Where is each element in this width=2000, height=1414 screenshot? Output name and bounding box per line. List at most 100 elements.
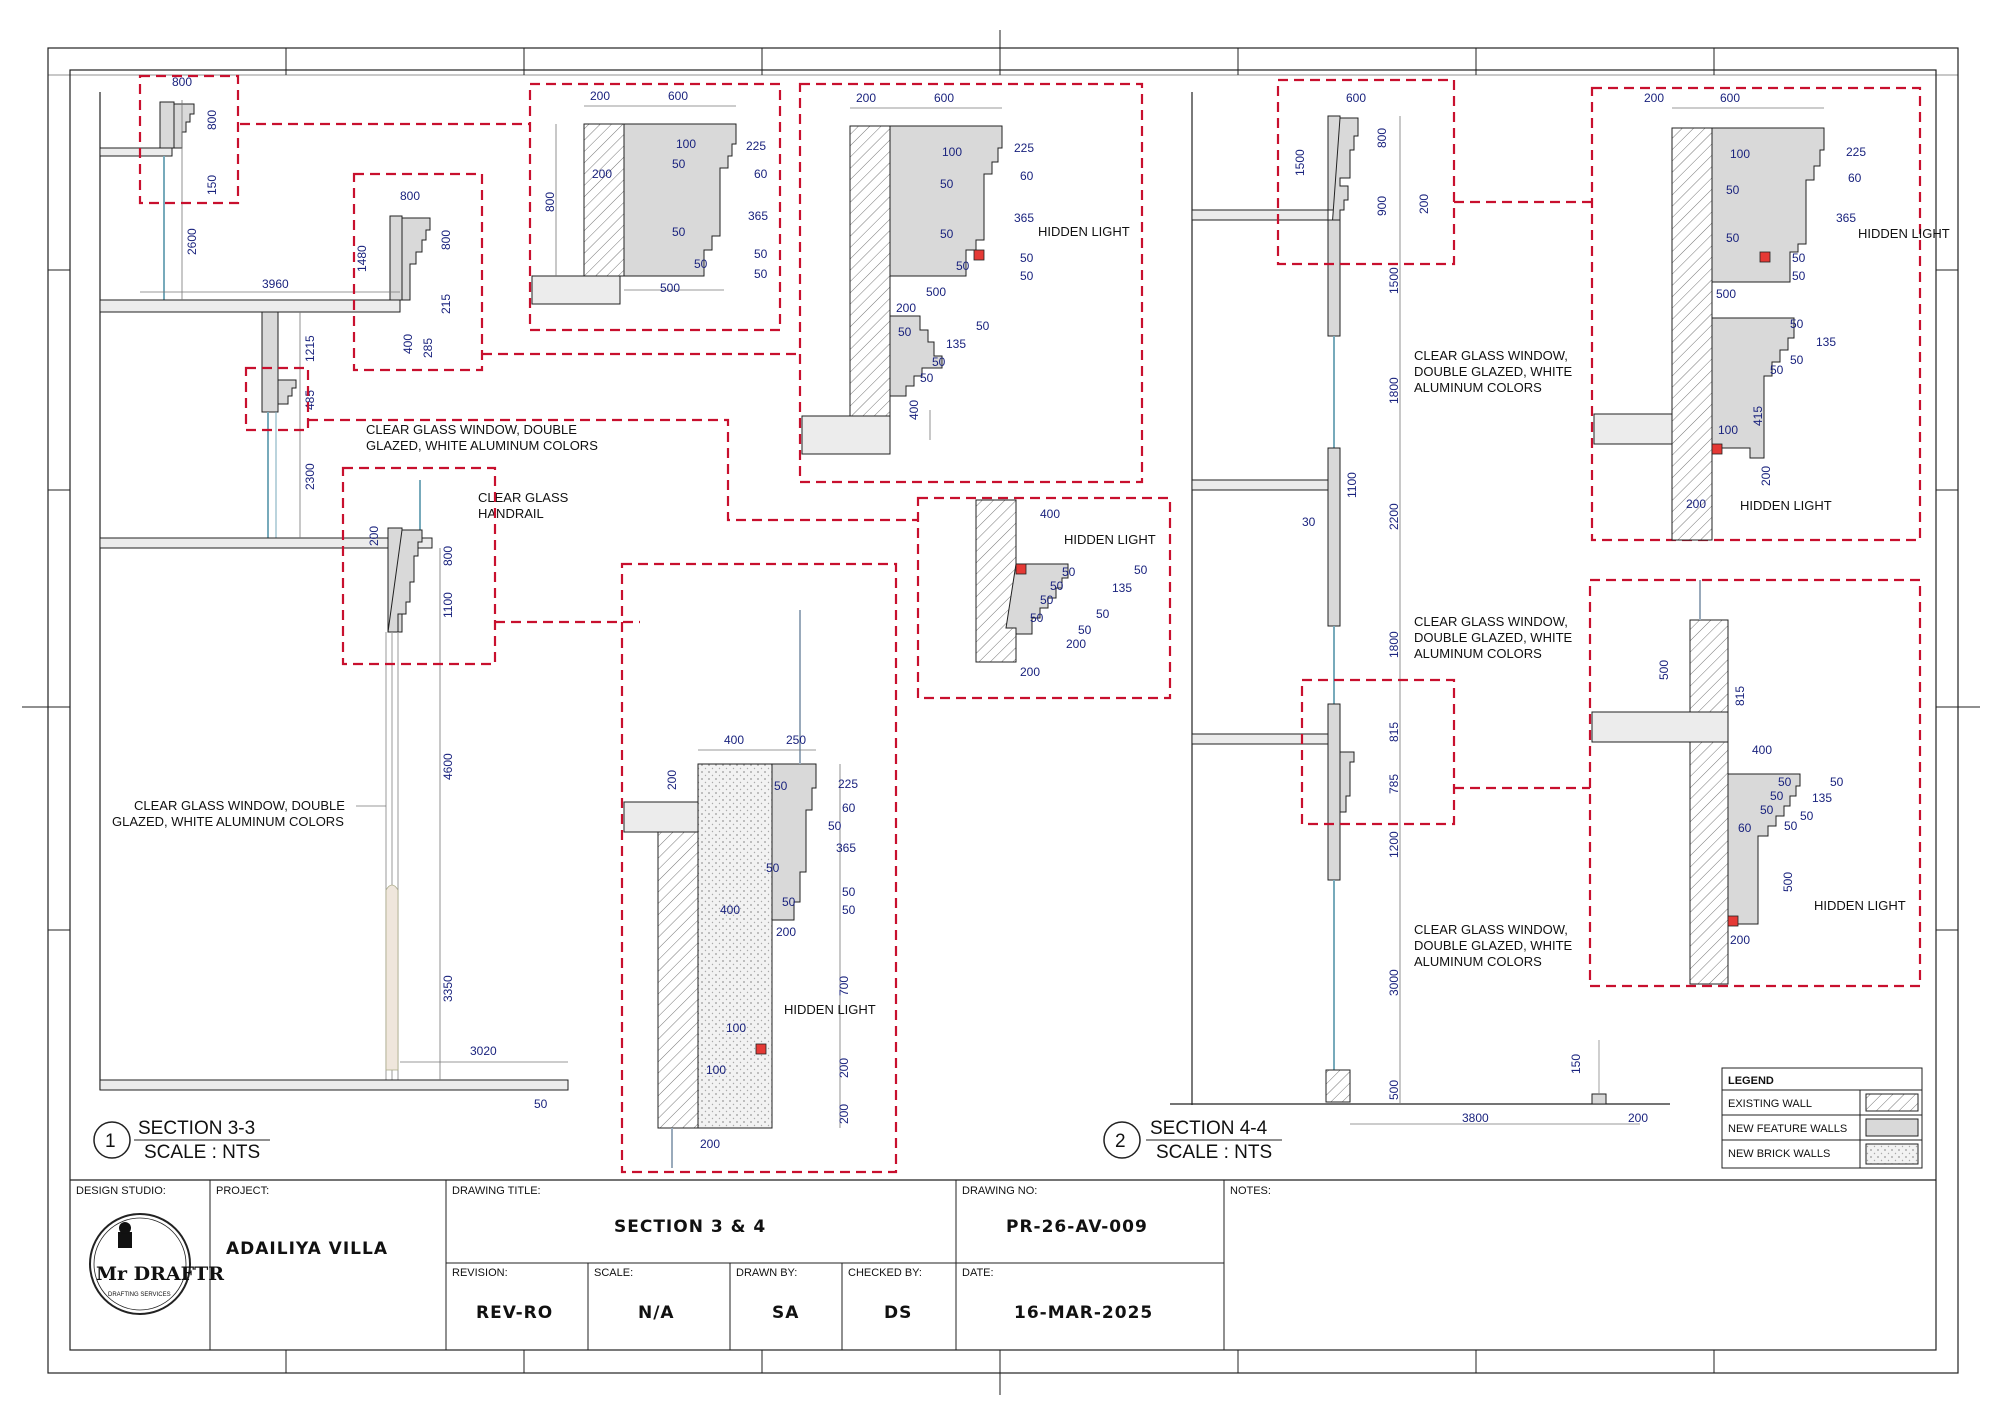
svg-text:50: 50 (672, 225, 686, 239)
svg-text:HIDDEN LIGHT: HIDDEN LIGHT (1814, 898, 1906, 913)
svg-text:HIDDEN LIGHT: HIDDEN LIGHT (1064, 532, 1156, 547)
section-3-3-dimensions: 800 800 150 2600 3960 800 1480 800 215 2… (112, 75, 598, 1111)
svg-text:50: 50 (1778, 775, 1792, 789)
svg-text:100: 100 (942, 145, 962, 159)
svg-text:60: 60 (1848, 171, 1862, 185)
dim-50: 50 (534, 1097, 548, 1111)
note-clear-glass: CLEAR GLASS (478, 490, 569, 505)
svg-text:365: 365 (1836, 211, 1856, 225)
svg-text:50: 50 (1726, 231, 1740, 245)
svg-text:415: 415 (1751, 406, 1765, 426)
svg-text:600: 600 (1720, 91, 1740, 105)
svg-text:135: 135 (1812, 791, 1832, 805)
svg-text:200: 200 (1759, 466, 1773, 486)
svg-text:ALUMINUM COLORS: ALUMINUM COLORS (1414, 954, 1542, 969)
svg-text:50: 50 (940, 177, 954, 191)
svg-text:SECTION 3-3: SECTION 3-3 (138, 1118, 255, 1139)
date: 16-MAR-2025 (1014, 1303, 1153, 1323)
svg-text:ALUMINUM COLORS: ALUMINUM COLORS (1414, 380, 1542, 395)
section-4-4-tag: 2 SECTION 4-4 SCALE : NTS (1103, 1118, 1282, 1163)
scale-value: N/A (638, 1303, 675, 1323)
svg-text:785: 785 (1387, 774, 1401, 794)
dim-800-e: 800 (441, 546, 455, 566)
dim-3020: 3020 (470, 1044, 497, 1058)
dim-2300: 2300 (303, 463, 317, 490)
detail-f: 500 815 400 50 50 135 50 50 50 60 50 500… (1591, 580, 1906, 985)
legend-brick-walls: NEW BRICK WALLS (1728, 1148, 1830, 1160)
svg-text:60: 60 (842, 801, 856, 815)
svg-text:500: 500 (1716, 287, 1736, 301)
note-glass-window-2a: CLEAR GLASS WINDOW, DOUBLE (134, 798, 345, 813)
svg-text:800: 800 (1375, 128, 1389, 148)
svg-text:SECTION 4-4: SECTION 4-4 (1150, 1118, 1268, 1139)
svg-text:PROJECT:: PROJECT: (216, 1185, 269, 1197)
svg-text:CLEAR GLASS WINDOW,: CLEAR GLASS WINDOW, (1414, 922, 1568, 937)
draftr-logo: Mr DRAFTR DRAFTING SERVICES (89, 1213, 224, 1315)
svg-text:60: 60 (1738, 821, 1752, 835)
svg-text:30: 30 (1302, 515, 1316, 529)
detail-e: 200 600 100 50 225 60 365 HIDDEN LIGHT 5… (1593, 91, 1950, 541)
svg-text:50: 50 (1770, 363, 1784, 377)
svg-text:DOUBLE GLAZED, WHITE: DOUBLE GLAZED, WHITE (1414, 364, 1573, 379)
dim-800-c: 800 (400, 189, 420, 203)
svg-text:1200: 1200 (1387, 831, 1401, 858)
note-glass-window-2b: GLAZED, WHITE ALUMINUM COLORS (112, 814, 344, 829)
svg-text:200: 200 (665, 770, 679, 790)
detail-b: 200 600 100 50 225 60 365 HIDDEN LIGHT 5… (801, 91, 1130, 455)
note-handrail: HANDRAIL (478, 506, 544, 521)
svg-text:365: 365 (1014, 211, 1034, 225)
svg-text:DATE:: DATE: (962, 1267, 994, 1279)
svg-text:50: 50 (1770, 789, 1784, 803)
svg-text:250: 250 (786, 733, 806, 747)
dim-285: 285 (421, 338, 435, 358)
svg-text:135: 135 (946, 337, 966, 351)
svg-text:50: 50 (1784, 819, 1798, 833)
svg-text:200: 200 (1644, 91, 1664, 105)
svg-text:50: 50 (828, 819, 842, 833)
dim-3350: 3350 (441, 975, 455, 1002)
svg-text:3800: 3800 (1462, 1111, 1489, 1125)
dim-800-b: 800 (205, 110, 219, 130)
dim-200-a: 200 (367, 526, 381, 546)
svg-text:200: 200 (1686, 497, 1706, 511)
svg-text:200: 200 (590, 89, 610, 103)
svg-text:SCALE : NTS: SCALE : NTS (1156, 1142, 1272, 1163)
svg-text:NOTES:: NOTES: (1230, 1185, 1271, 1197)
svg-text:150: 150 (1569, 1054, 1583, 1074)
svg-text:365: 365 (748, 209, 768, 223)
svg-text:50: 50 (1030, 611, 1044, 625)
svg-text:200: 200 (896, 301, 916, 315)
dim-800-d: 800 (439, 230, 453, 250)
svg-text:50: 50 (766, 861, 780, 875)
svg-text:400: 400 (1752, 743, 1772, 757)
svg-text:CLEAR GLASS WINDOW,: CLEAR GLASS WINDOW, (1414, 614, 1568, 629)
svg-text:50: 50 (1020, 251, 1034, 265)
svg-text:200: 200 (776, 925, 796, 939)
svg-text:ALUMINUM COLORS: ALUMINUM COLORS (1414, 646, 1542, 661)
svg-text:HIDDEN LIGHT: HIDDEN LIGHT (1038, 224, 1130, 239)
svg-text:CHECKED BY:: CHECKED BY: (848, 1267, 922, 1279)
svg-text:1500: 1500 (1293, 149, 1307, 176)
svg-text:225: 225 (838, 777, 858, 791)
svg-text:500: 500 (660, 281, 680, 295)
svg-text:50: 50 (920, 371, 934, 385)
svg-text:100: 100 (676, 137, 696, 151)
svg-text:400: 400 (724, 733, 744, 747)
svg-text:DRAWING NO:: DRAWING NO: (962, 1185, 1037, 1197)
drawn-by: SA (772, 1303, 799, 1323)
svg-text:1800: 1800 (1387, 631, 1401, 658)
detail-d: 400 250 200 50 225 60 50 365 50 50 50 50… (623, 610, 876, 1168)
section-3-3-tag: 1 SECTION 3-3 SCALE : NTS (93, 1118, 270, 1163)
dim-400: 400 (401, 334, 415, 354)
svg-text:200: 200 (1628, 1111, 1648, 1125)
svg-text:60: 60 (754, 167, 768, 181)
svg-text:1100: 1100 (1345, 472, 1359, 498)
svg-text:200: 200 (592, 167, 612, 181)
svg-text:100: 100 (1718, 423, 1738, 437)
legend-title: LEGEND (1728, 1075, 1774, 1087)
dim-800-a: 800 (172, 75, 192, 89)
note-glass-window-1a: CLEAR GLASS WINDOW, DOUBLE (366, 422, 577, 437)
legend-feature-walls: NEW FEATURE WALLS (1728, 1123, 1847, 1135)
svg-text:50: 50 (672, 157, 686, 171)
